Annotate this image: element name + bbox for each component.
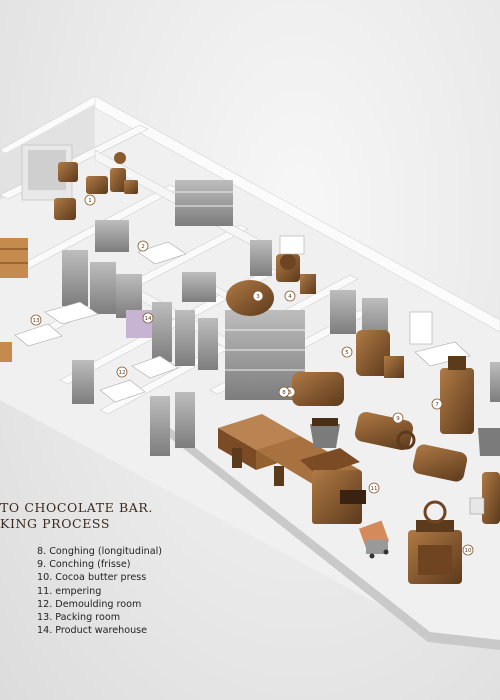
legend-item: 12. Demoulding room [37,598,142,610]
legend-item: 10. Cocoa butter press [37,572,147,584]
station-marker-9: 9 [392,412,404,424]
station-marker-circle [368,482,380,494]
cocoa-butter-press [408,500,462,584]
station-marker-number: 6 [288,390,292,396]
station-marker-number: 1 [88,198,92,204]
tempering-line [218,414,366,524]
station-marker-8: 8 [278,386,290,398]
station-marker-number: 9 [396,416,400,422]
station-marker-number: 11 [371,486,378,492]
station-marker-5: 5 [341,346,353,358]
storage-boxes [0,238,28,362]
station-marker-number: 2 [141,244,145,250]
roasting-machines [226,254,404,378]
station-marker-circle [284,290,296,302]
station-marker-1: 1 [84,194,96,206]
station-marker-circle [278,386,290,398]
station-marker-number: 14 [145,316,152,322]
station-marker-number: 8 [282,390,286,396]
station-marker-circle [392,412,404,424]
legend-item: 11. empering [37,585,102,597]
station-marker-number: 4 [288,294,292,300]
station-marker-number: 5 [345,350,349,356]
station-marker-2: 2 [137,240,149,252]
legend-item: 13. Packing room [37,612,121,624]
station-marker-circle [30,314,42,326]
station-marker-number: 13 [33,318,40,324]
station-marker-10: 10 [462,544,474,556]
tables [14,241,471,403]
title-line-2: KING PROCESS [0,516,111,531]
station-marker-number: 10 [465,548,472,554]
poster-title: TO CHOCOLATE BAR. KING PROCESS [0,500,200,532]
station-marker-number: 12 [119,370,126,376]
process-legend: 8. Conghing (longitudinal) 9. Conching (… [37,545,162,637]
station-marker-circle [462,544,474,556]
station-marker-circle [84,194,96,206]
bins-and-trolley [310,418,500,559]
legend-item: 14. Product warehouse [37,625,148,637]
station-marker-4: 4 [284,290,296,302]
station-marker-circle [341,346,353,358]
room-sacks [21,144,138,220]
station-marker-14: 14 [142,312,154,324]
station-marker-number: 7 [435,402,439,408]
conche-machines [292,356,500,524]
station-marker-circle [116,366,128,378]
shelf-lines [175,191,305,371]
legend-item: 8. Conghing (longitudinal) [37,546,162,557]
wall-posters [126,235,433,345]
station-marker-circle [137,240,149,252]
station-marker-circle [431,398,443,410]
station-marker-3: 3 [252,290,264,302]
station-marker-circle [142,312,154,324]
station-marker-11: 11 [368,482,380,494]
station-marker-13: 13 [30,314,42,326]
station-marker-circle [252,290,264,302]
station-marker-7: 7 [431,398,443,410]
station-marker-number: 3 [256,294,260,300]
legend-item: 9. Conching (frisse) [37,559,131,571]
title-line-1: TO CHOCOLATE BAR. [0,500,153,515]
station-marker-12: 12 [116,366,128,378]
